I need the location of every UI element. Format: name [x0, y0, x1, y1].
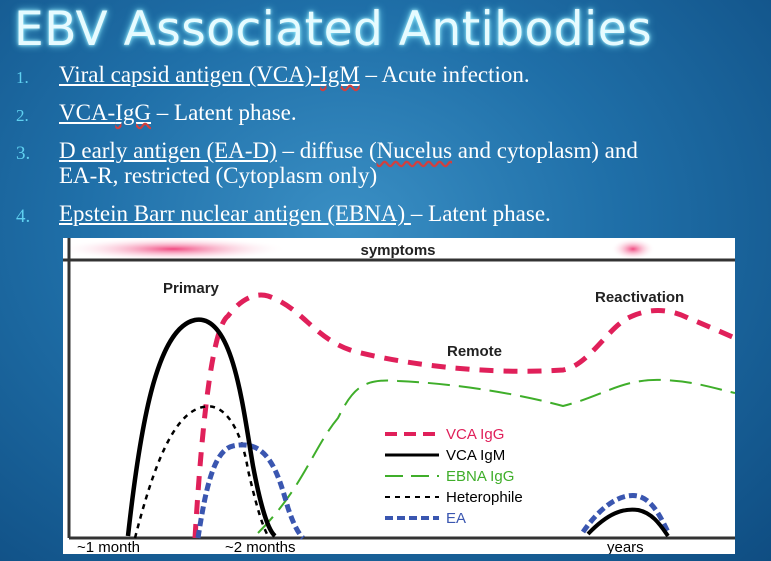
x-label-1-month: ~1 month — [77, 539, 140, 554]
item-description: – Latent phase. — [151, 100, 297, 125]
list-item: 2. VCA-IgG – Latent phase. — [16, 100, 766, 138]
item-number: 1. — [16, 68, 29, 87]
legend-label-vca-igg: VCA IgG — [446, 426, 504, 443]
legend-label-ebna-igg: EBNA IgG — [446, 468, 514, 485]
curve-ebna-igg — [257, 378, 735, 534]
x-label-years: years — [607, 539, 644, 554]
antibody-list: 1. Viral capsid antigen (VCA)-IgM – Acut… — [16, 62, 766, 231]
list-item: 1. Viral capsid antigen (VCA)-IgM – Acut… — [16, 62, 766, 100]
list-item: 4. Epstein Barr nuclear antigen (EBNA) –… — [16, 201, 766, 231]
reactivation-label: Reactivation — [595, 289, 684, 306]
primary-label: Primary — [163, 280, 220, 297]
item-description: – diffuse (Nucelus and cytoplasm) and — [276, 138, 638, 163]
legend: VCA IgG VCA IgM EBNA IgG Heterophile EA — [385, 426, 523, 527]
antibody-timeline-diagram: symptoms Primary Remote Reactivation VCA… — [63, 238, 735, 554]
slide-title: EBV Associated Antibodies — [14, 2, 653, 57]
curve-ea-reactivation — [580, 493, 671, 534]
curve-vca-igm — [125, 317, 277, 538]
symptoms-label: symptoms — [360, 242, 435, 259]
item-term: VCA-IgG — [59, 100, 152, 125]
item-number: 4. — [16, 206, 31, 227]
x-label-2-months: ~2 months — [225, 539, 295, 554]
list-item: 3. D early antigen (EA-D) – diffuse (Nuc… — [16, 138, 766, 201]
curve-vca-igm-reactivation — [586, 507, 670, 538]
curve-vca-igg — [192, 292, 735, 539]
item-term: Epstein Barr nuclear antigen (EBNA) — [59, 201, 411, 226]
legend-label-heterophile: Heterophile — [446, 489, 523, 506]
remote-label: Remote — [447, 343, 502, 360]
item-term: D early antigen (EA-D) — [59, 138, 277, 163]
item-description-line2: EA-R, restricted (Cytoplasm only) — [59, 163, 378, 188]
legend-label-ea: EA — [446, 510, 466, 527]
item-term: Viral capsid antigen (VCA)-IgM — [59, 62, 360, 87]
item-description: – Acute infection. — [359, 62, 530, 87]
curve-ea — [195, 442, 305, 540]
curve-heterophile — [133, 405, 270, 539]
legend-label-vca-igm: VCA IgM — [446, 447, 505, 464]
symptoms-glow-primary — [63, 238, 288, 261]
item-number: 3. — [16, 143, 31, 164]
item-number: 2. — [16, 106, 29, 125]
graph-background — [63, 238, 735, 554]
symptoms-glow-reactivation — [611, 238, 655, 260]
item-description: – Latent phase. — [410, 201, 551, 226]
